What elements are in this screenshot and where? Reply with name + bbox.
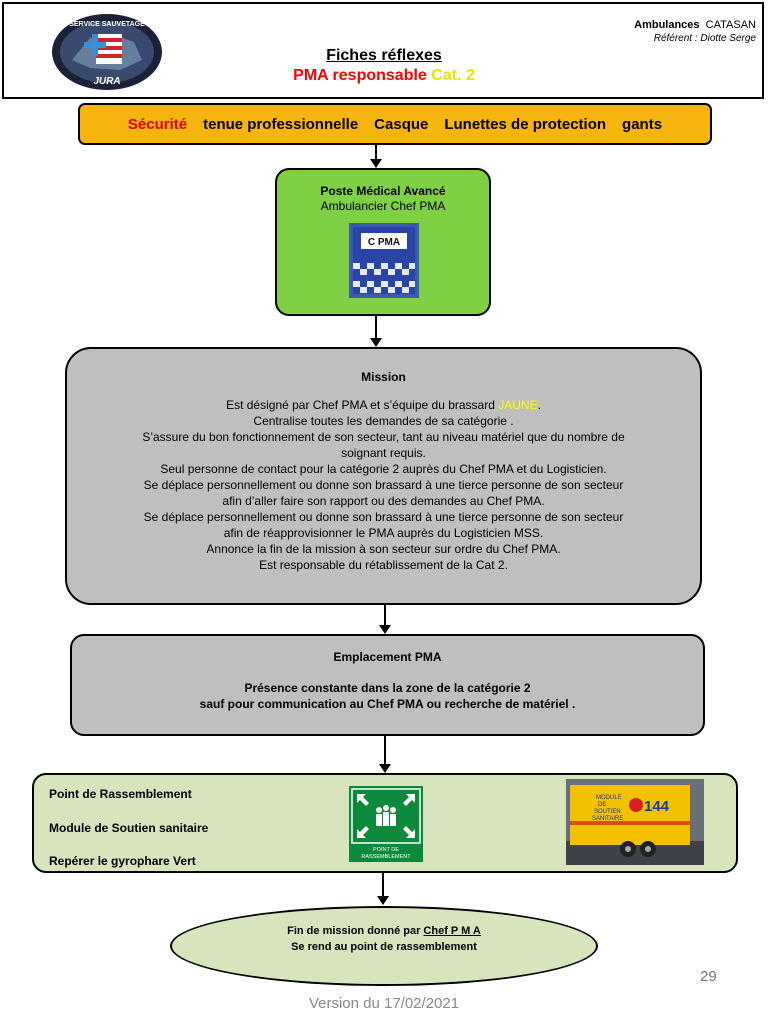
- svg-text:POINT DE: POINT DE: [373, 847, 399, 853]
- svg-text:SOUTIEN: SOUTIEN: [594, 809, 621, 815]
- rassemblement-item: Point de Rassemblement: [49, 787, 192, 801]
- svg-text:RASSEMBLEMENT: RASSEMBLEMENT: [361, 854, 411, 860]
- referent-text: Référent : Diotte Serge: [653, 33, 756, 44]
- title-pma-responsable: PMA responsable: [293, 67, 427, 84]
- svg-text:SANITAIRE: SANITAIRE: [592, 816, 623, 822]
- flow-arrow-head: [379, 625, 391, 634]
- vest-image: C PMA: [349, 223, 419, 298]
- end-line-2: Se rend au point de rassemblement: [291, 941, 477, 953]
- flow-arrow-line: [375, 145, 377, 160]
- pma-title: Poste Médical Avancé: [320, 184, 446, 198]
- version-footer: Version du 17/02/2021: [308, 995, 460, 1012]
- support-trailer-image: MODULE DE SOUTIEN SANITAIRE 144: [566, 779, 704, 865]
- flow-arrow-head: [377, 896, 389, 905]
- mission-box: Mission Est désigné par Chef PMA et s’éq…: [65, 347, 702, 605]
- mission-line: Est responsable du rétablissement de la …: [259, 558, 508, 572]
- rassemblement-item: Module de Soutien sanitaire: [49, 821, 209, 835]
- svg-text:C PMA: C PMA: [368, 237, 400, 248]
- security-bar: Sécurité tenue professionnelle Casque Lu…: [78, 103, 712, 145]
- svg-text:144: 144: [644, 798, 670, 815]
- title-fiches-reflexes: Fiches réflexes: [326, 47, 442, 64]
- end-line-1: Fin de mission donné par Chef P M A: [287, 925, 481, 937]
- security-item: tenue professionnelle: [203, 115, 359, 133]
- security-item: Lunettes de protection: [444, 115, 607, 133]
- assembly-point-sign: POINT DE RASSEMBLEMENT: [349, 786, 423, 862]
- chef-pma-reference: Chef P M A: [423, 925, 481, 937]
- mission-title: Mission: [361, 370, 406, 384]
- document-title: Fiches réflexes PMA responsable Cat. 2: [0, 46, 768, 86]
- mission-line: Annonce la fin de la mission à son secte…: [206, 542, 561, 556]
- pma-box: Poste Médical Avancé Ambulancier Chef PM…: [275, 168, 491, 316]
- svg-text:SERVICE SAUVETAGE: SERVICE SAUVETAGE: [69, 21, 145, 28]
- svg-text:MODULE: MODULE: [596, 795, 622, 801]
- mission-line: afin d’aller faire son rapport ou des de…: [222, 494, 545, 508]
- header-frame: [2, 2, 764, 99]
- title-category: Cat. 2: [431, 67, 475, 84]
- company-info: Ambulances CATASAN Référent : Diotte Ser…: [634, 18, 756, 46]
- company-suffix: CATASAN: [705, 19, 756, 31]
- svg-text:DE: DE: [598, 802, 606, 808]
- emplacement-line: Présence constante dans la zone de la ca…: [244, 681, 531, 695]
- brassard-color: JAUNE: [498, 398, 538, 412]
- security-item: gants: [622, 115, 663, 133]
- mission-line: afin de réapprovisionner le PMA auprès d…: [223, 526, 544, 540]
- end-of-mission-oval: Fin de mission donné par Chef P M A Se r…: [170, 906, 598, 986]
- emplacement-box: Emplacement PMA Présence constante dans …: [70, 634, 705, 736]
- mission-line: soignant requis.: [341, 446, 426, 460]
- pma-subtitle: Ambulancier Chef PMA: [320, 199, 446, 213]
- flow-arrow-line: [375, 316, 377, 339]
- flow-arrow-line: [384, 736, 386, 765]
- emplacement-line: sauf pour communication au Chef PMA ou r…: [199, 697, 576, 711]
- mission-line: Se déplace personnellement ou donne son …: [143, 510, 624, 524]
- mission-line: Se déplace personnellement ou donne son …: [143, 478, 624, 492]
- svg-text:JURA: JURA: [93, 76, 120, 87]
- flow-arrow-line: [384, 605, 386, 626]
- company-name: Ambulances: [634, 19, 700, 31]
- security-item: Casque: [374, 115, 429, 133]
- mission-line: Centralise toutes les demandes de sa cat…: [253, 414, 514, 428]
- rassemblement-item: Repérer le gyrophare Vert: [49, 854, 196, 868]
- mission-line: Seul personne de contact pour la catégor…: [160, 462, 607, 476]
- page-number: 29: [700, 968, 717, 985]
- flow-arrow-head: [370, 159, 382, 168]
- security-label: Sécurité: [127, 115, 188, 133]
- jura-rescue-logo: SERVICE SAUVETAGE JURA: [52, 14, 162, 90]
- flow-arrow-head: [379, 764, 391, 773]
- flow-arrow-head: [370, 338, 382, 347]
- flow-arrow-line: [382, 873, 384, 897]
- mission-line: Est désigné par Chef PMA et s’équipe du …: [226, 398, 541, 412]
- mission-line: S’assure du bon fonctionnement de son se…: [142, 430, 625, 444]
- emplacement-title: Emplacement PMA: [333, 650, 442, 664]
